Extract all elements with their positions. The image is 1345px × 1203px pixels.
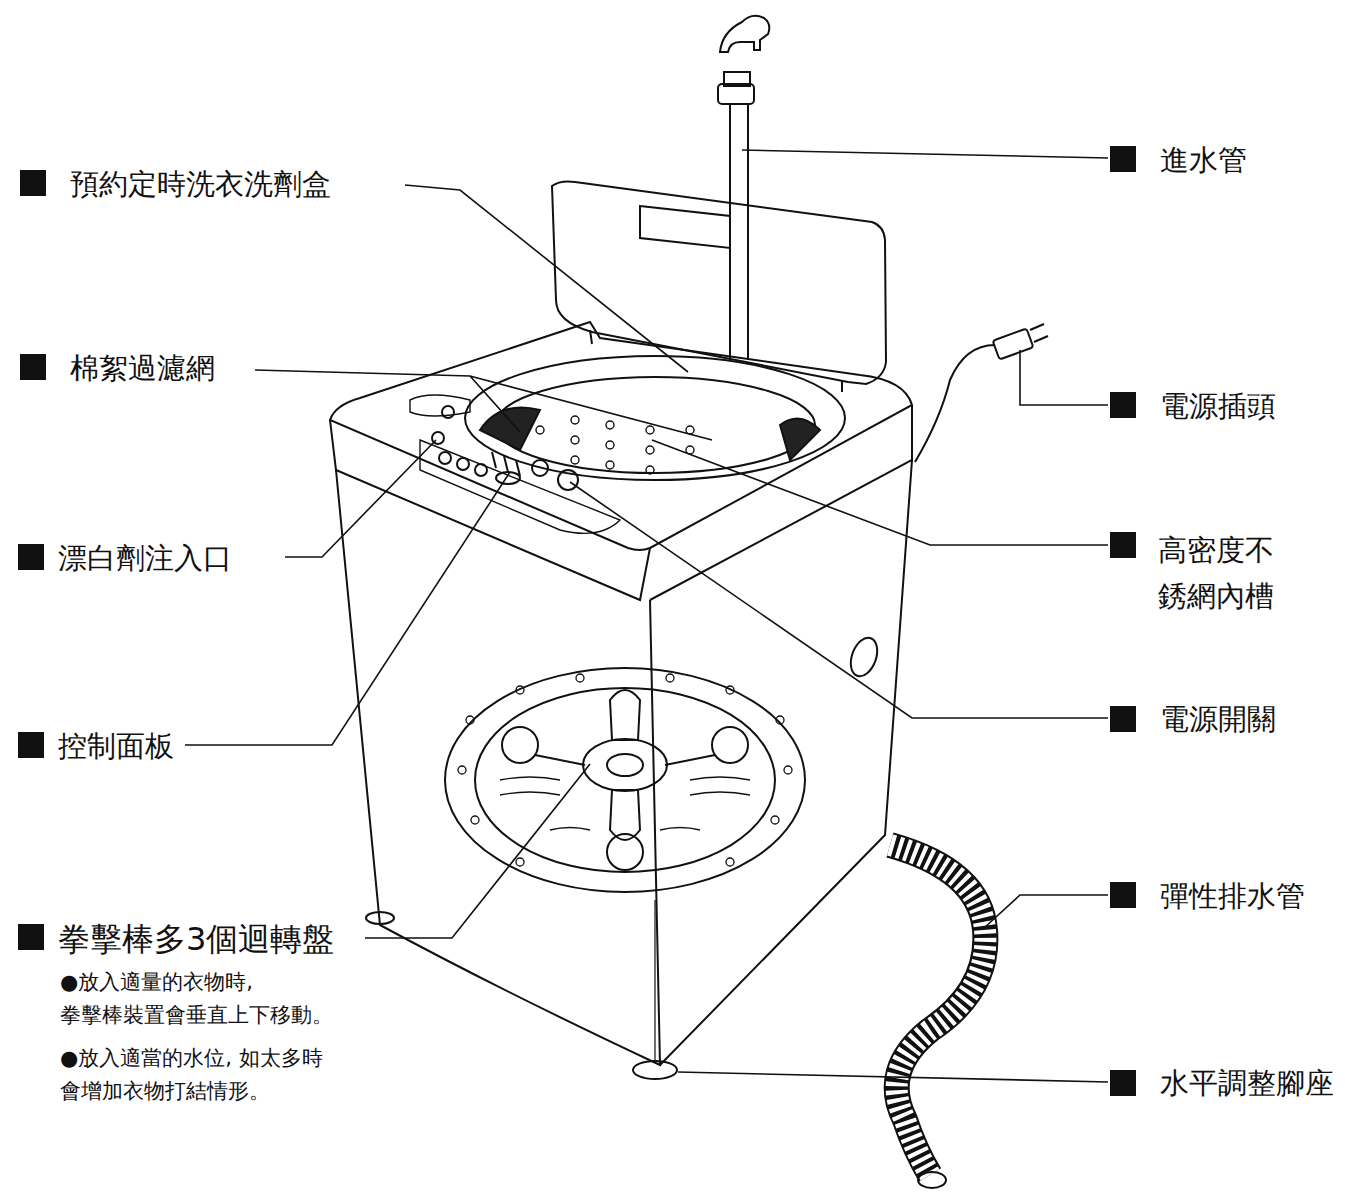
part-label: 進水管 (1160, 139, 1247, 183)
part-label: 漂白劑注入口 (58, 537, 232, 581)
power-cord (915, 324, 1048, 462)
part-label: 控制面板 (58, 725, 174, 769)
part-label: 彈性排水管 (1160, 875, 1305, 919)
note-text: ●放入適量的衣物時, 拳擊棒裝置會垂直上下移動。 (60, 966, 390, 1031)
drain-hose (890, 845, 985, 1188)
part-label: 拳擊棒多3個迴轉盤 (58, 915, 334, 963)
part-label: 電源插頭 (1160, 385, 1276, 429)
label-squares (18, 146, 1136, 1096)
part-label: 高密度不 銹網內槽 (1158, 527, 1288, 620)
faucet (718, 16, 769, 360)
machine-body (330, 322, 912, 1079)
note-text: ●放入適當的水位, 如太多時 會增加衣物打結情形。 (60, 1042, 390, 1107)
pulsator (445, 668, 805, 892)
part-label: 電源開關 (1160, 698, 1276, 742)
part-label: 水平調整腳座 (1160, 1062, 1334, 1106)
part-label: 棉絮過濾網 (70, 347, 215, 391)
part-label: 預約定時洗衣洗劑盒 (70, 163, 331, 207)
